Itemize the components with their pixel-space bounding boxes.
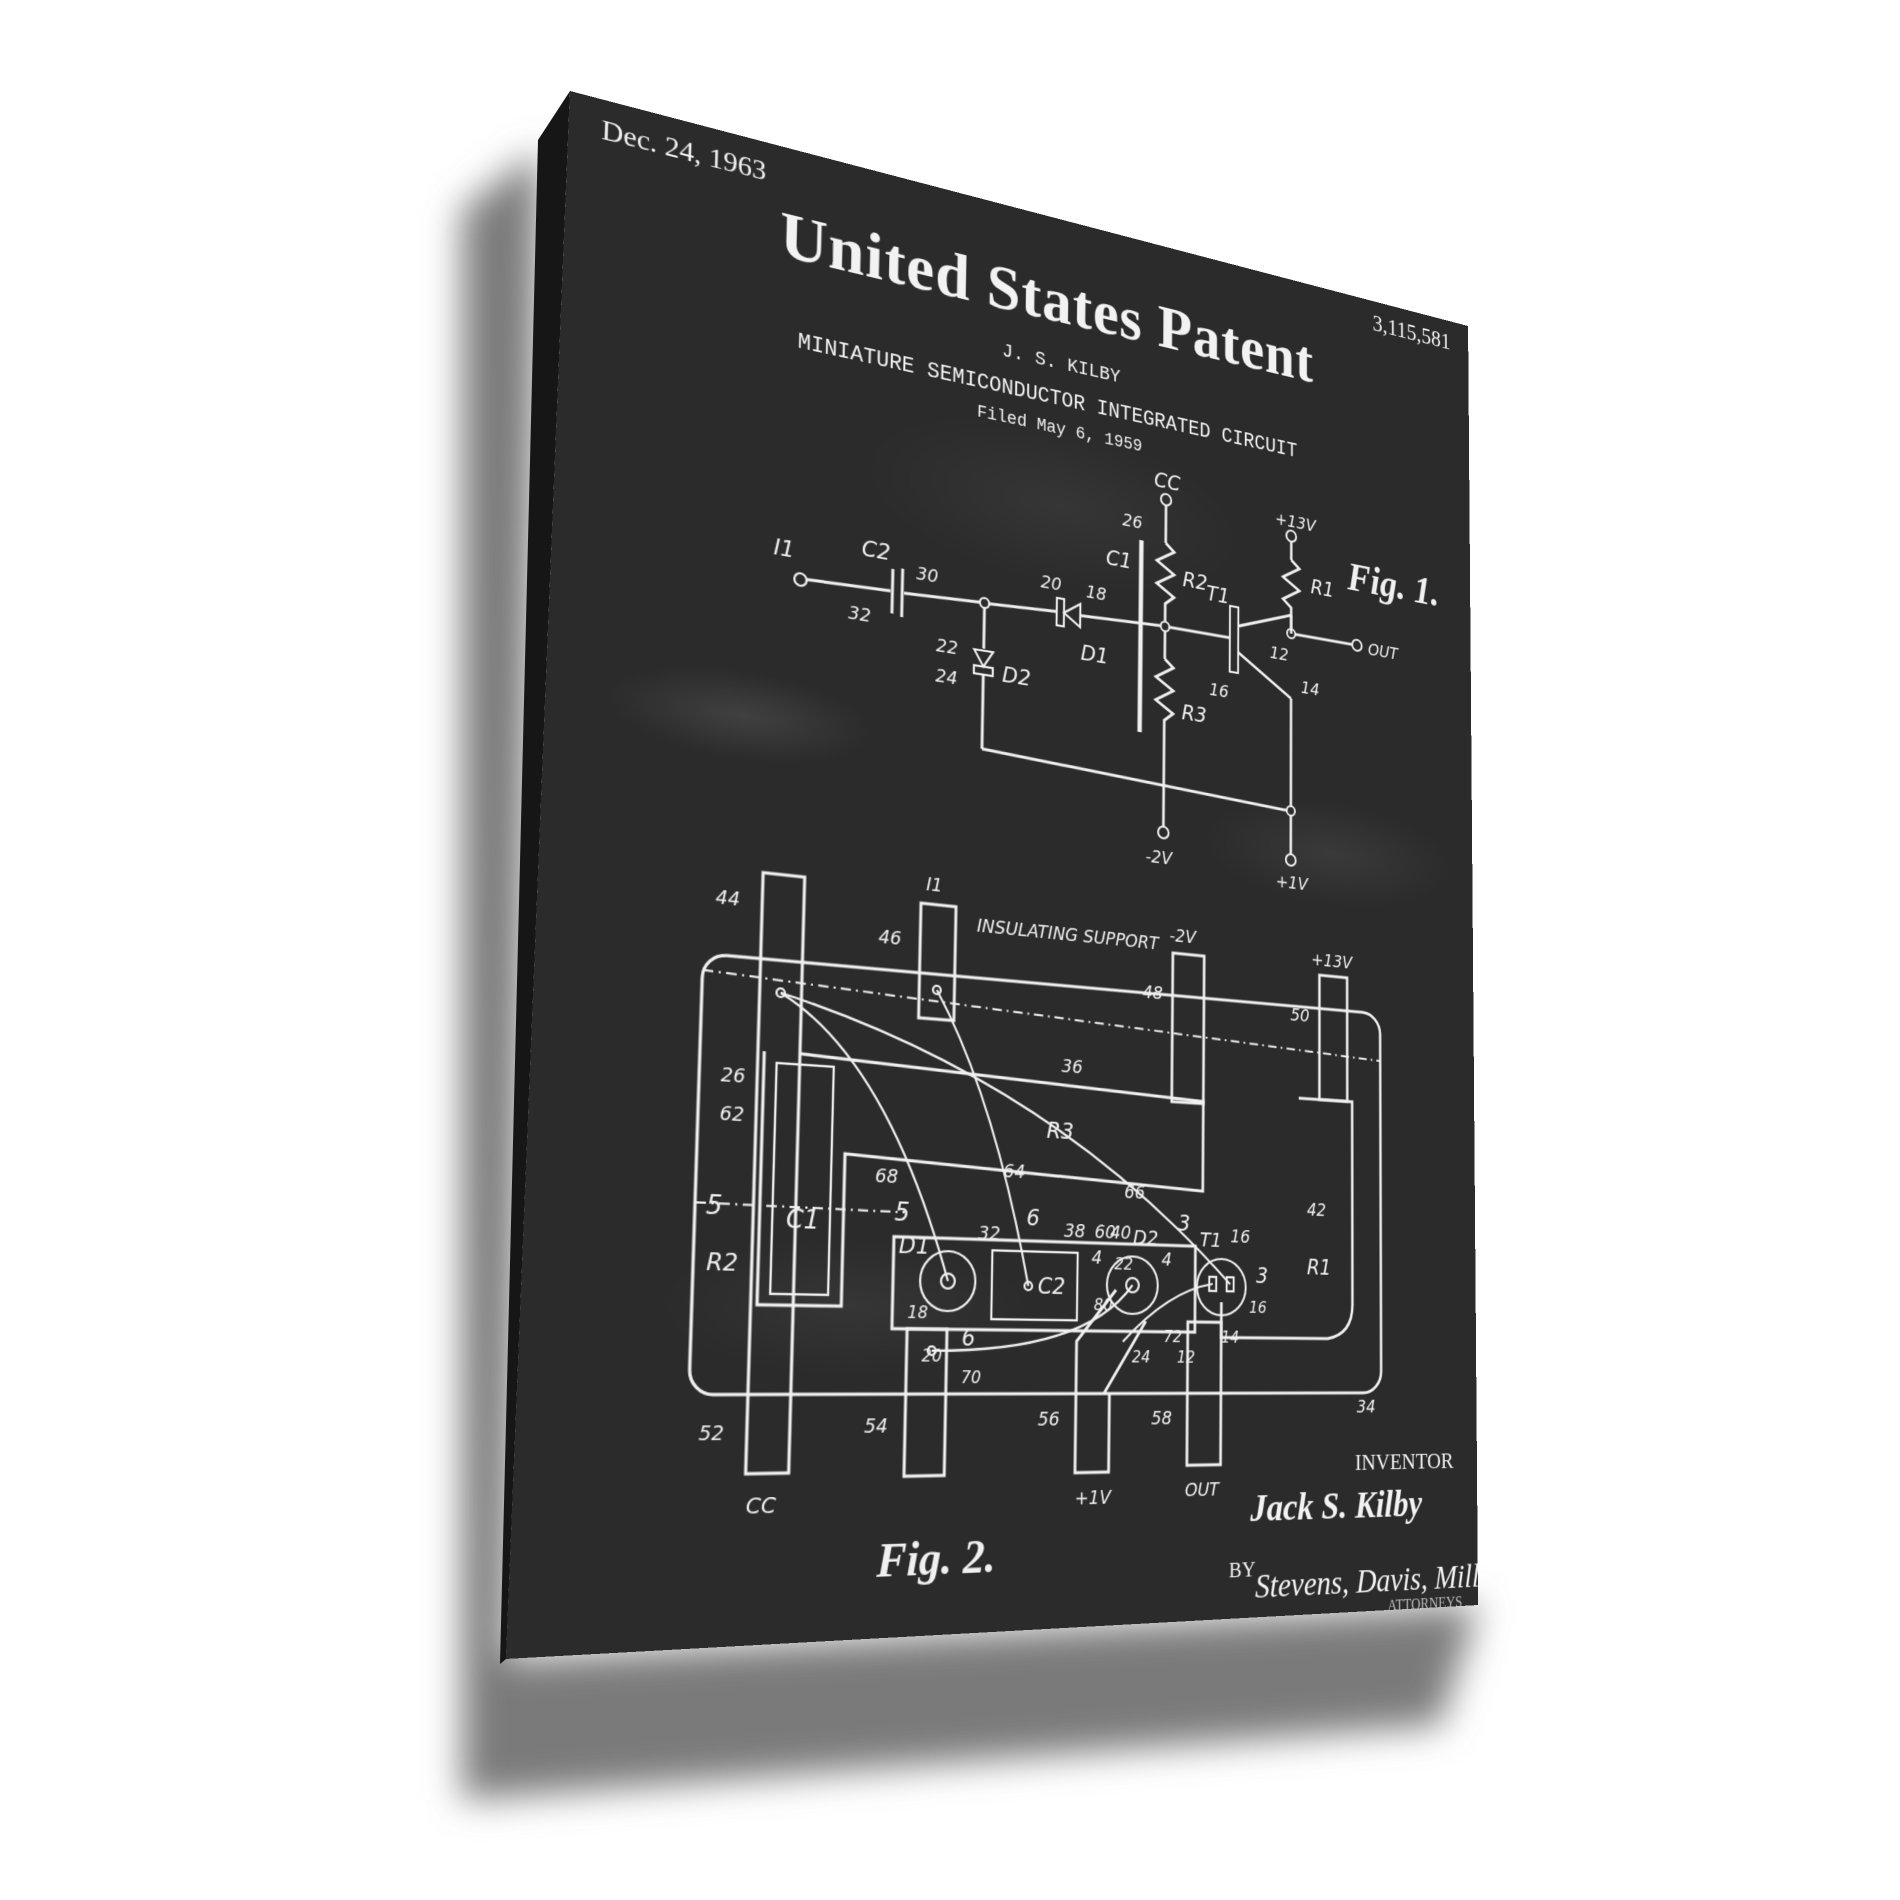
drawing-label: 26 (1122, 509, 1142, 533)
drawing-label: 16 (1209, 679, 1228, 702)
canvas-side-edge (500, 91, 570, 1664)
drawing-label: 22 (1114, 1255, 1133, 1274)
label-r3: R3 (1182, 699, 1207, 728)
fig1-caption: Fig. 1. (1347, 554, 1440, 615)
drawing-label: 72 (1164, 1328, 1182, 1347)
drawing-label: 24 (935, 665, 957, 689)
drawing-label: 50 (1290, 1004, 1309, 1026)
label-r1: R1 (1311, 574, 1334, 602)
drawing-label: +13V (1311, 949, 1353, 973)
label-r2: R2 (706, 1247, 739, 1277)
drawing-label: -2V (1169, 925, 1197, 948)
drawing-label: 14 (1301, 677, 1320, 699)
fig1-labels: CC +13V I1 C2 30 32 20 18 D1 22 D2 24 26… (773, 466, 1440, 895)
label-d2: D2 (1002, 661, 1031, 691)
canvas-shadow (462, 150, 1478, 1800)
label-cc: CC (1154, 466, 1181, 496)
drawing-label: 54 (864, 1414, 888, 1437)
label-cc: CC (745, 1493, 776, 1519)
label-t1: T1 (1200, 1229, 1222, 1252)
label-i1: I1 (773, 533, 795, 564)
drawing-label: 58 (1151, 1407, 1172, 1429)
drawing-label: 20 (921, 1346, 942, 1366)
drawing-label: 34 (1357, 1396, 1376, 1417)
inventor-caption: INVENTOR (1354, 1448, 1454, 1476)
drawing-label: 6 (1026, 1203, 1040, 1231)
inventor-signature: Jack S. Kilby (1250, 1483, 1423, 1531)
drawing-label: 18 (907, 1303, 928, 1323)
drawing-label: 52 (698, 1421, 724, 1445)
drawing-label: 48 (1142, 981, 1162, 1003)
label-insulating-support: INSULATING SUPPORT (977, 915, 1160, 954)
label-c2: C2 (862, 534, 891, 565)
drawing-label: 30 (916, 563, 938, 588)
drawing-label: 64 (1003, 1160, 1025, 1183)
drawing-label: I1 (926, 873, 943, 896)
drawing-label: 6 (961, 1323, 975, 1351)
drawing-label: 3 (1178, 1209, 1191, 1236)
label-d2: D2 (1133, 1226, 1159, 1250)
label-r1: R1 (1307, 1254, 1331, 1280)
drawing-label: 18 (1086, 581, 1107, 605)
drawing-label: 16 (1230, 1226, 1250, 1247)
drawing-label: 26 (720, 1063, 745, 1087)
label-c2: C2 (1038, 1272, 1066, 1300)
label-out: OUT (1368, 640, 1399, 664)
label-plus13v: +13V (1275, 509, 1317, 537)
label-c1: C1 (1106, 544, 1132, 574)
canvas-front: Dec. 24, 1963 3,115,581 United States Pa… (505, 91, 1479, 1659)
patent-drawing: CC +13V I1 C2 30 32 20 18 D1 22 D2 24 26… (506, 466, 1440, 1588)
drawing-label: 68 (875, 1164, 899, 1187)
drawing-label: 22 (936, 634, 958, 658)
label-r2: R2 (1183, 566, 1208, 595)
label-minus2v: -2V (1145, 845, 1173, 869)
drawing-label: 70 (961, 1368, 981, 1388)
label-out: OUT (1185, 1478, 1220, 1500)
drawing-label: 60 (1094, 1221, 1115, 1243)
label-plus1v: +1V (1276, 871, 1309, 895)
drawing-label: 66 (1124, 1181, 1145, 1203)
drawing-label: 80 (1094, 1296, 1113, 1315)
drawing-label: R3 (1046, 1116, 1074, 1144)
drawing-label: 46 (878, 925, 901, 949)
drawing-label: 12 (1177, 1348, 1195, 1367)
label-d1: D1 (1081, 639, 1109, 669)
drawing-label: 24 (1132, 1348, 1151, 1367)
drawing-label: 32 (848, 602, 871, 627)
drawing-label: 12 (1270, 642, 1289, 665)
drawing-label: 36 (1061, 1055, 1082, 1078)
drawing-label: 38 (1064, 1220, 1086, 1242)
drawing-label: 20 (1041, 571, 1062, 595)
drawing-label: 62 (719, 1102, 744, 1126)
drawing-label: 14 (1221, 1329, 1239, 1348)
label-t1: T1 (1206, 580, 1229, 609)
drawing-label: 5 (894, 1196, 910, 1227)
drawing-label: 44 (715, 885, 740, 910)
label-plus1v: +1V (1074, 1486, 1112, 1509)
drawing-label: 4 (1161, 1249, 1171, 1270)
drawing-label: 40 (1110, 1221, 1131, 1243)
drawing-label: 32 (978, 1222, 1000, 1245)
drawing-label: 56 (1038, 1408, 1060, 1430)
label-c1: C1 (786, 1203, 820, 1236)
by-caption: BY (1228, 1555, 1256, 1583)
fig2-layout (686, 866, 1381, 1480)
drawing-label: 4 (1091, 1247, 1102, 1269)
fig2-caption: Fig. 2. (875, 1529, 996, 1587)
drawing-label: 3 (1256, 1262, 1268, 1288)
drawing-label: 42 (1307, 1199, 1326, 1220)
drawing-label: 5 (705, 1189, 723, 1222)
label-d1: D1 (899, 1231, 930, 1260)
fig2-labels: I1 -2V +13V 44 46 INSULATING SUPPORT 48 … (698, 873, 1376, 1587)
drawing-label: 16 (1249, 1299, 1267, 1318)
